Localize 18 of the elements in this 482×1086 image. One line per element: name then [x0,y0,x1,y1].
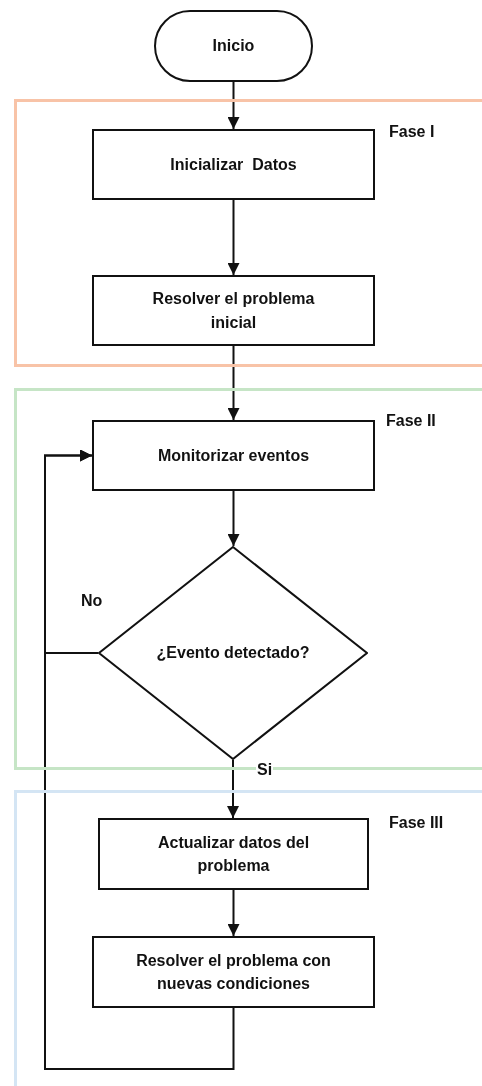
process-box: Resolver el problema con nuevas condiciones [92,936,375,1008]
terminal-pill: Inicio [154,10,313,82]
phase-band [14,99,482,367]
process-box: Inicializar Datos [92,129,375,200]
phase-heading: Fase I [389,122,435,142]
process-box: Monitorizar eventos [92,420,375,491]
arrow [227,81,240,130]
phase-heading: Fase II [386,411,436,431]
process-box: Actualizar datos del problema [98,818,369,890]
arrow [227,345,240,421]
arrow [227,490,240,547]
arrow [227,759,239,819]
arrow [227,889,240,937]
phase-heading: Fase III [389,813,444,833]
process-box: Resolver el problema inicial [92,275,375,346]
phase-band [14,790,482,1086]
arrow [227,199,240,276]
arrow [44,449,235,1070]
